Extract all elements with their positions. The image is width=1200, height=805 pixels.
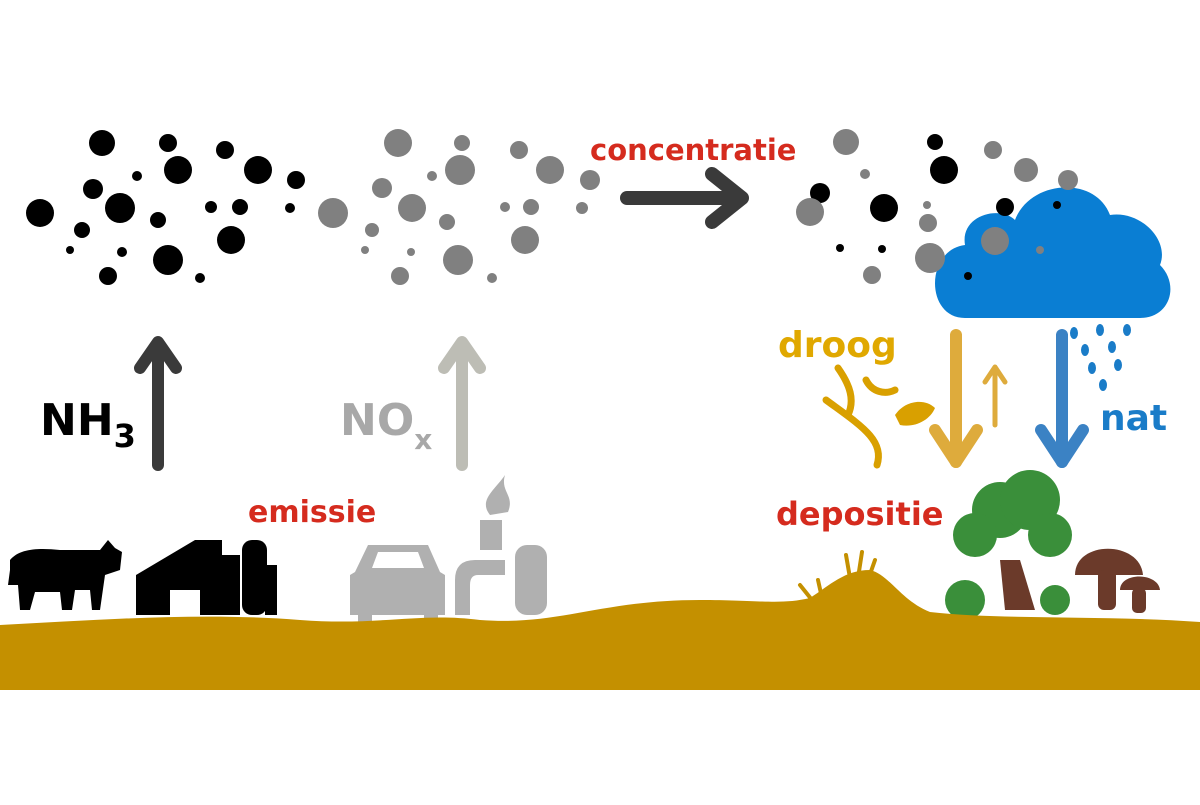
nh3-emission-arrow xyxy=(134,336,182,471)
wet-label: nat xyxy=(1100,398,1167,439)
concentration-label: concentratie xyxy=(590,133,796,167)
dry-label: droog xyxy=(778,325,897,366)
mushroom-icon xyxy=(1075,548,1160,613)
factory-icon xyxy=(455,475,547,615)
emission-label: emissie xyxy=(248,495,376,530)
nh3-label: NH3 xyxy=(40,395,136,455)
rain-icon xyxy=(1070,324,1131,391)
leaf-icon xyxy=(895,401,935,426)
nox-label: NOx xyxy=(340,395,432,456)
nox-particle-cloud xyxy=(318,129,600,285)
nox-emission-arrow xyxy=(438,336,486,471)
tree-icon xyxy=(945,470,1072,620)
concentration-arrow xyxy=(620,167,749,229)
wind-icon xyxy=(822,364,899,469)
cloud-icon xyxy=(935,187,1171,318)
barn-icon xyxy=(136,540,277,615)
nh3-particle-cloud xyxy=(26,130,305,285)
dry-deposition-arrow xyxy=(929,329,983,468)
mixed-particle-cloud xyxy=(796,129,1078,284)
dry-reemission-arrow xyxy=(982,364,1008,428)
wet-deposition-arrow xyxy=(1035,329,1089,468)
cow-icon xyxy=(8,540,122,610)
ground xyxy=(0,570,1200,690)
deposition-label: depositie xyxy=(776,495,943,533)
